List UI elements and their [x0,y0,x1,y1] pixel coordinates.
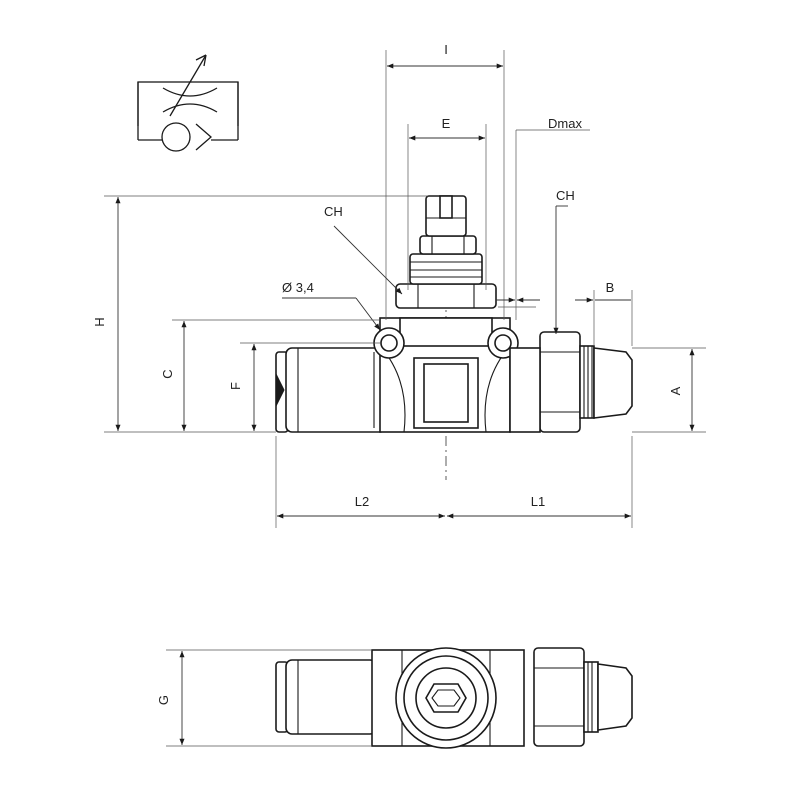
dimension-Dmax: Dmax [496,116,590,320]
callout-hole: Ø 3,4 [282,280,381,331]
valve-front-view [275,195,633,480]
dimension-E: E [407,116,487,290]
label-hole: Ø 3,4 [282,280,314,295]
label-CH-right: CH [556,188,575,203]
valve-top-view [275,647,633,749]
flow-control-with-check-valve-icon [132,54,242,156]
label-CH-left: CH [324,204,343,219]
label-I: I [444,42,448,57]
dimension-A: A [632,347,706,433]
callout-CH-left: CH [324,204,403,295]
label-G: G [156,695,171,705]
dimension-G: G [156,649,372,747]
label-C: C [160,369,175,378]
label-L1: L1 [531,494,545,509]
label-H: H [92,317,107,326]
dimension-L2-L1: L2 L1 [275,436,633,528]
dimension-F: F [228,342,380,431]
dimension-I: I [385,42,505,320]
callout-CH-right: CH [553,188,575,334]
label-Dmax: Dmax [548,116,582,131]
dimension-B: B [575,280,633,346]
label-F: F [228,382,243,390]
label-B: B [606,280,615,295]
label-E: E [442,116,451,131]
dimension-C: C [160,319,380,431]
dimension-H: H [92,195,428,433]
label-L2: L2 [355,494,369,509]
label-A: A [668,386,683,395]
